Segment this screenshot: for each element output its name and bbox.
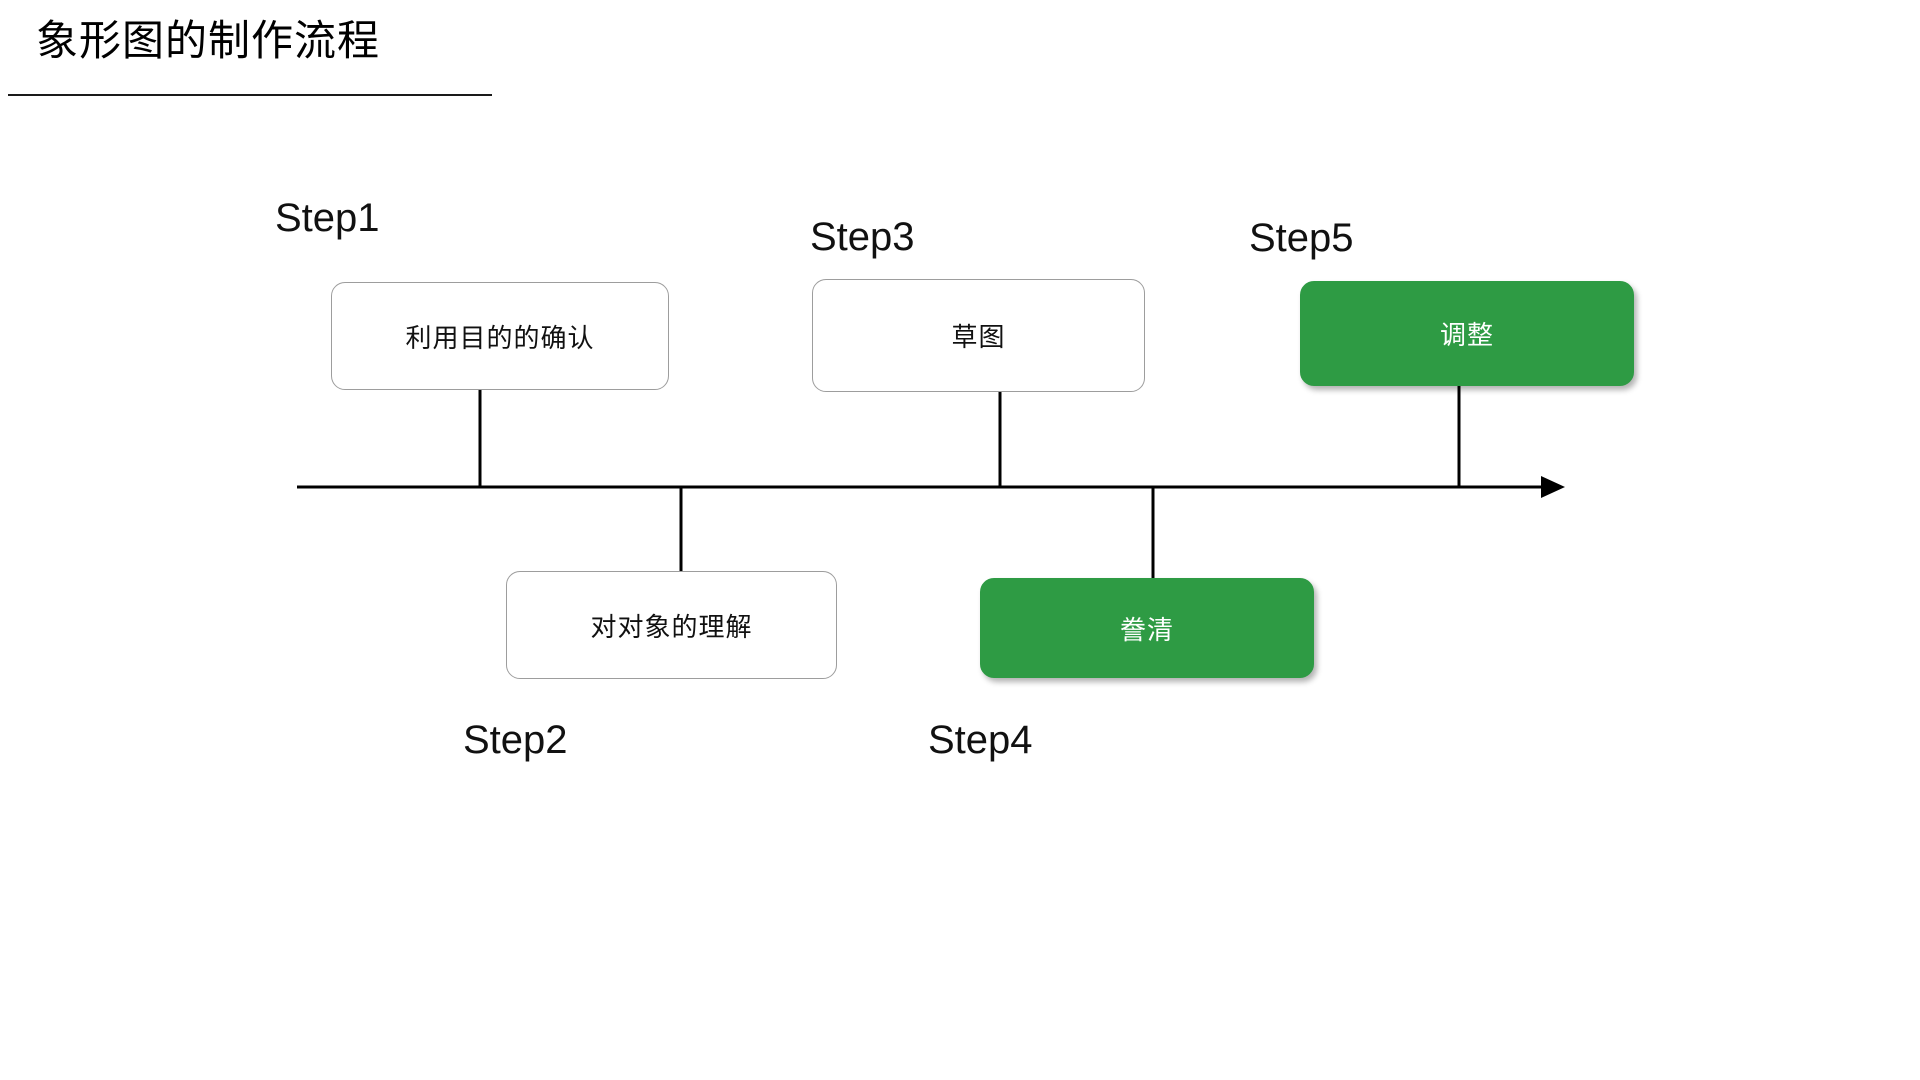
timeline-arrowhead-icon xyxy=(1541,476,1565,498)
page-title: 象形图的制作流程 xyxy=(36,16,381,65)
step-box-text-1: 利用目的的确认 xyxy=(405,323,595,354)
step-box-5[interactable]: 调整 xyxy=(1300,281,1634,386)
step-label-2: Step2 xyxy=(463,718,568,762)
step-box-2[interactable]: 对对象的理解 xyxy=(506,571,837,679)
step-box-text-2: 对对象的理解 xyxy=(590,612,753,643)
step-box-1[interactable]: 利用目的的确认 xyxy=(331,282,669,390)
step-box-text-5: 调整 xyxy=(1439,321,1494,351)
step-box-text-3: 草图 xyxy=(951,323,1006,353)
step-label-5: Step5 xyxy=(1249,216,1354,260)
step-label-1: Step1 xyxy=(275,196,380,240)
title-underline-rule xyxy=(8,94,492,96)
step-box-text-4: 誊清 xyxy=(1119,615,1174,646)
step-label-4: Step4 xyxy=(928,718,1033,762)
step-box-4[interactable]: 誊清 xyxy=(980,578,1314,678)
step-box-3[interactable]: 草图 xyxy=(812,279,1145,392)
step-label-3: Step3 xyxy=(810,215,915,259)
